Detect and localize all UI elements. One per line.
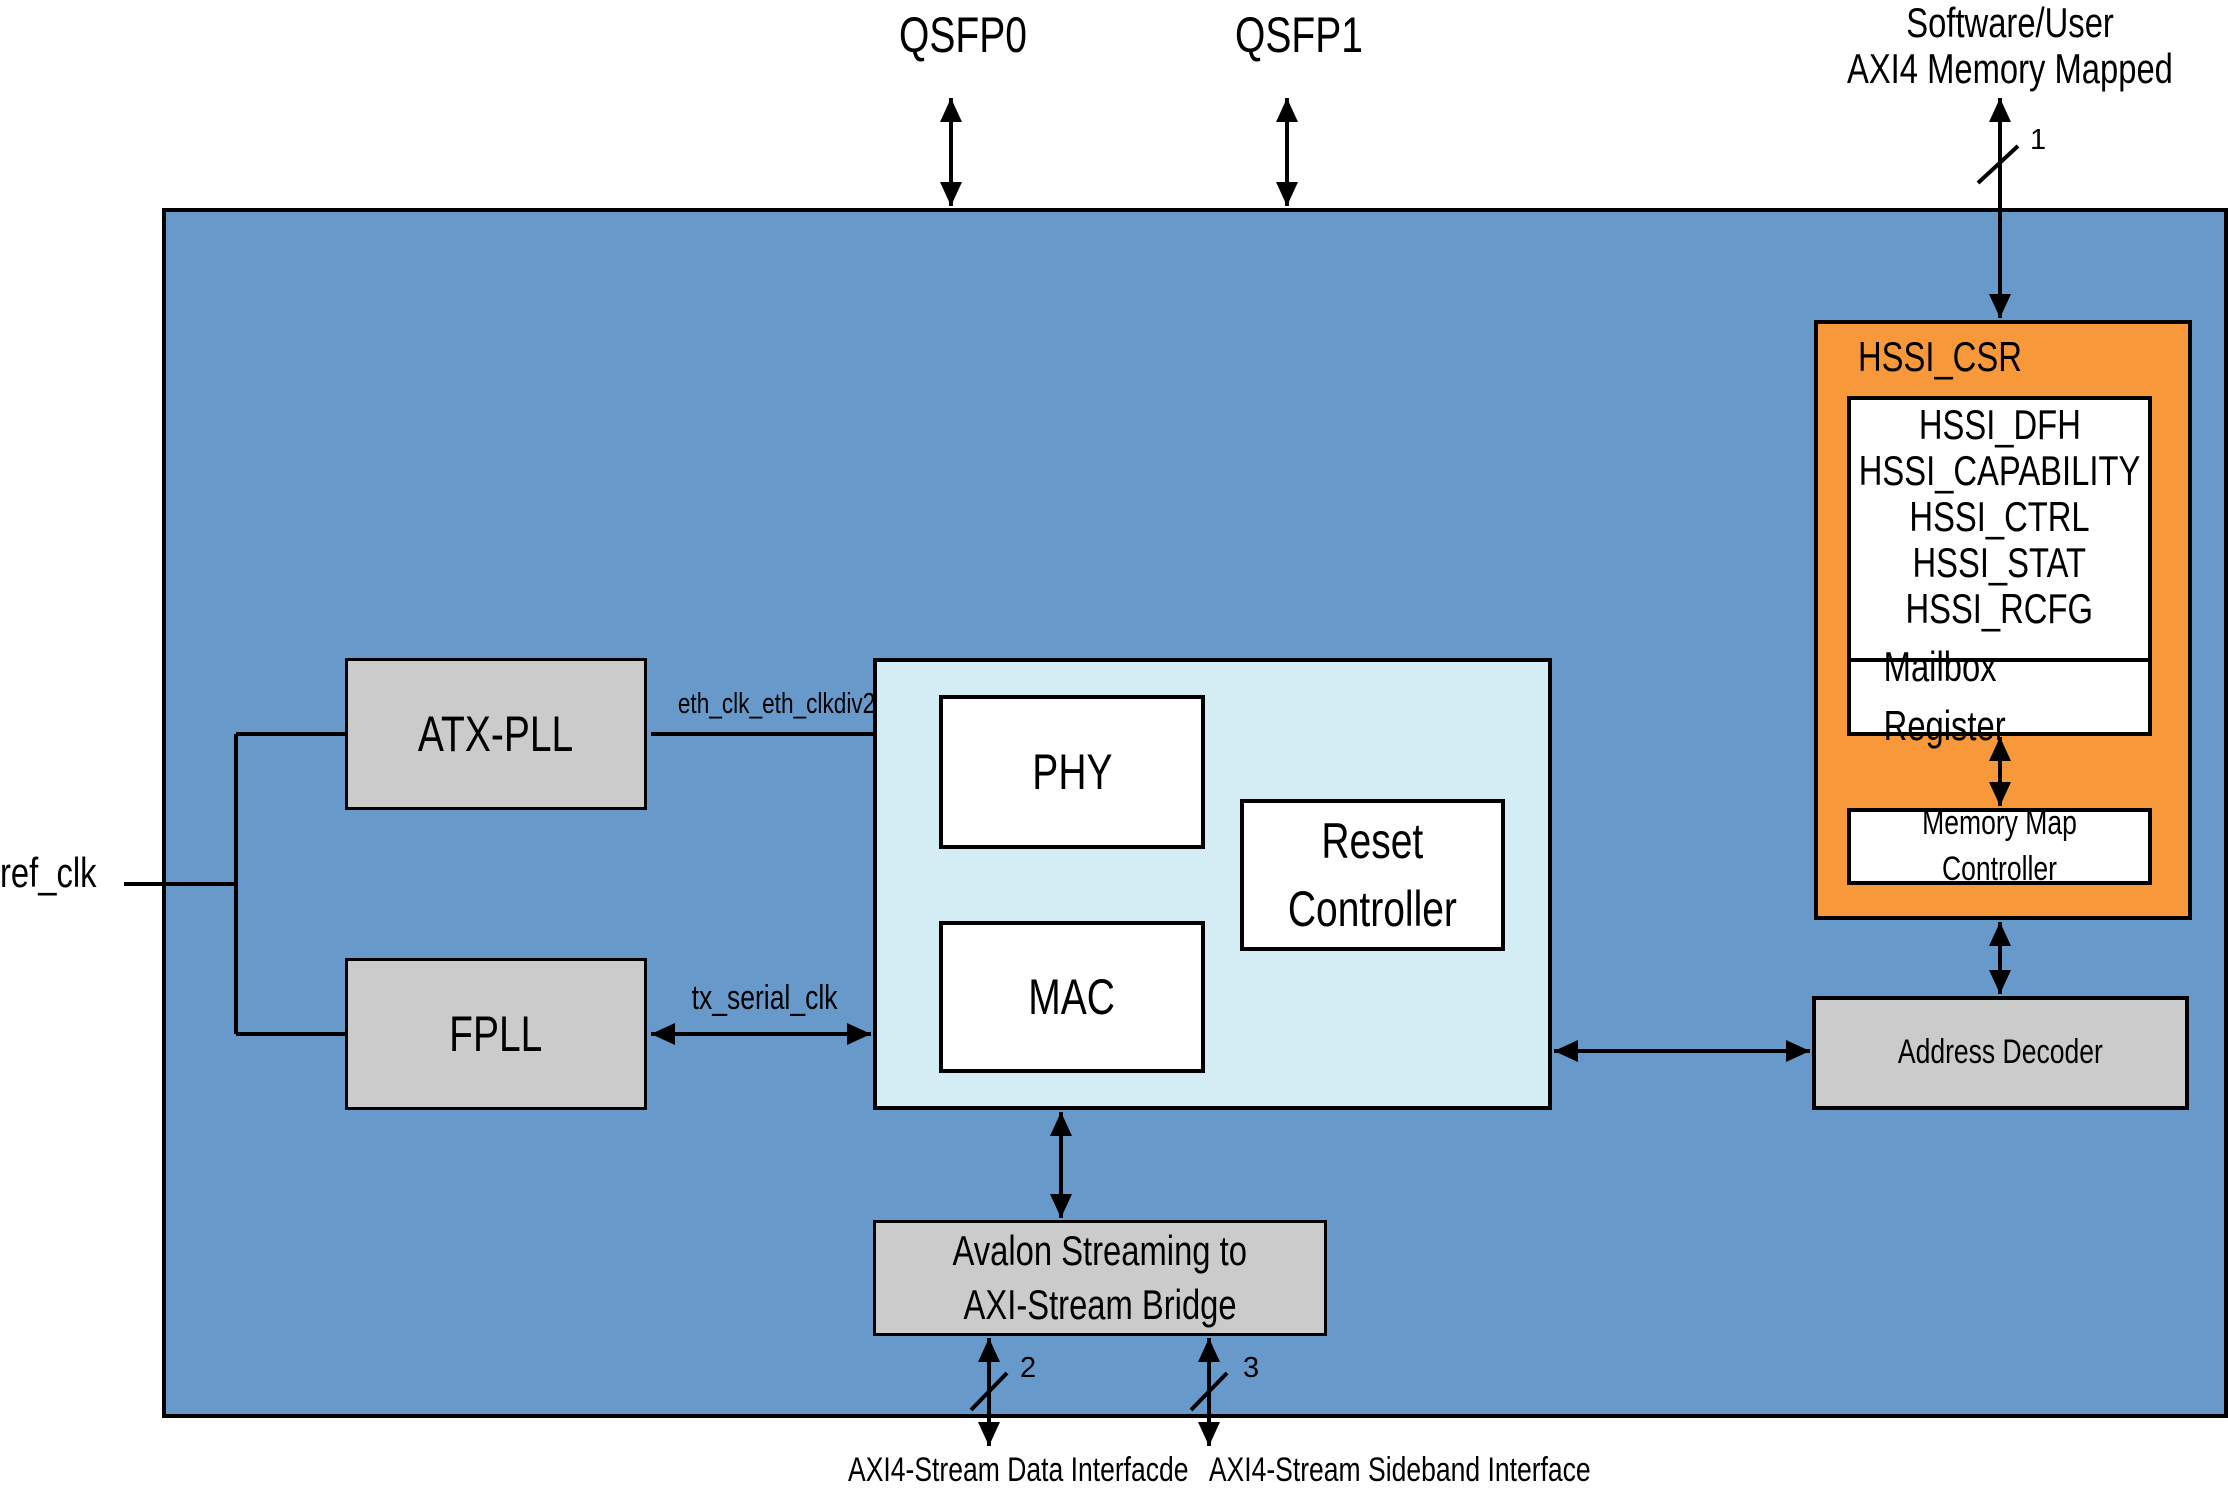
axi-sideband-interface-label: AXI4-Stream Sideband Interface [1155,1448,1591,1494]
mac-block[interactable]: MAC [939,921,1205,1073]
atx-pll-block[interactable]: ATX-PLL [345,658,647,810]
reset-label-line2: Controller [1287,881,1458,937]
ref-clk-label: ref_clk [0,844,110,903]
register-hssi-dfh[interactable]: HSSI_DFH [1918,401,2081,448]
software-label-line1: Software/User [1906,0,2114,46]
qsfp1-label: QSFP1 [1217,8,1363,63]
phy-label: PHY [1031,743,1113,800]
software-bus-slash [1976,144,2020,185]
register-list: HSSI_DFH HSSI_CAPABILITY HSSI_CTRL HSSI_… [1851,402,2148,664]
atx-pll-label: ATX-PLL [418,705,574,762]
eth-clk-label: eth_clk_eth_clkdiv2 [650,688,876,721]
register-hssi-stat[interactable]: HSSI_STAT [1912,539,2087,586]
memory-map-controller-label: Memory Map Controller [1922,803,2077,888]
software-bus-width: 1 [2030,124,2046,157]
ref-clk-text: ref_clk [0,849,97,896]
memory-map-controller-block[interactable]: Memory Map Controller [1847,804,2152,888]
bridge-label-line2: AXI-Stream Bridge [963,1281,1237,1328]
axi-sideband-interface-text: AXI4-Stream Sideband Interface [1208,1451,1591,1489]
hssi-csr-title-text: HSSI_CSR [1858,333,2022,380]
software-bus-width-text: 1 [2030,124,2047,156]
reset-label-line1: Reset [1321,813,1424,869]
axi-data-bus-width: 2 [1020,1352,1036,1385]
address-decoder-label: Address Decoder [1898,1033,2103,1072]
fpll-label: FPLL [449,1005,543,1062]
bridge-label-line1: Avalon Streaming to [952,1227,1248,1274]
axi-sideband-bus-width-text: 3 [1243,1352,1260,1384]
phy-block[interactable]: PHY [939,695,1205,849]
eth-clk-text: eth_clk_eth_clkdiv2 [677,688,876,720]
mailbox-register[interactable]: Mailbox Register [1851,643,2148,749]
hssi-csr-title: HSSI_CSR [1858,328,2068,387]
axi-sideband-bus-width: 3 [1243,1352,1259,1385]
tx-serial-clk-text: tx_serial_clk [692,979,838,1017]
reset-controller-block[interactable]: Reset Controller [1240,799,1505,951]
tx-serial-clk-label: tx_serial_clk [660,976,870,1022]
qsfp0-label: QSFP0 [881,8,1027,63]
software-label-line2: AXI4 Memory Mapped [1847,45,2173,92]
mac-label: MAC [1028,968,1116,1025]
axi-data-interface-text: AXI4-Stream Data Interfacde [848,1451,1189,1489]
qsfp1-text: QSFP1 [1235,7,1363,63]
csr-register-list: HSSI_DFH HSSI_CAPABILITY HSSI_CTRL HSSI_… [1847,396,2152,749]
register-hssi-ctrl[interactable]: HSSI_CTRL [1909,493,2090,540]
axi-data-bus-width-text: 2 [1020,1352,1037,1384]
register-hssi-capability[interactable]: HSSI_CAPABILITY [1858,447,2141,494]
address-decoder-block[interactable]: Address Decoder [1812,996,2189,1110]
register-hssi-rcfg[interactable]: HSSI_RCFG [1905,585,2094,632]
software-axi-label: Software/User AXI4 Memory Mapped [1800,0,2220,92]
qsfp0-text: QSFP0 [899,7,1027,63]
avalon-axi-bridge-block[interactable]: Avalon Streaming to AXI-Stream Bridge [873,1220,1327,1336]
fpll-block[interactable]: FPLL [345,958,647,1110]
mailbox-register-label: Mailbox Register [1883,643,2006,749]
axi-data-interface-label: AXI4-Stream Data Interfacde [800,1448,1189,1494]
